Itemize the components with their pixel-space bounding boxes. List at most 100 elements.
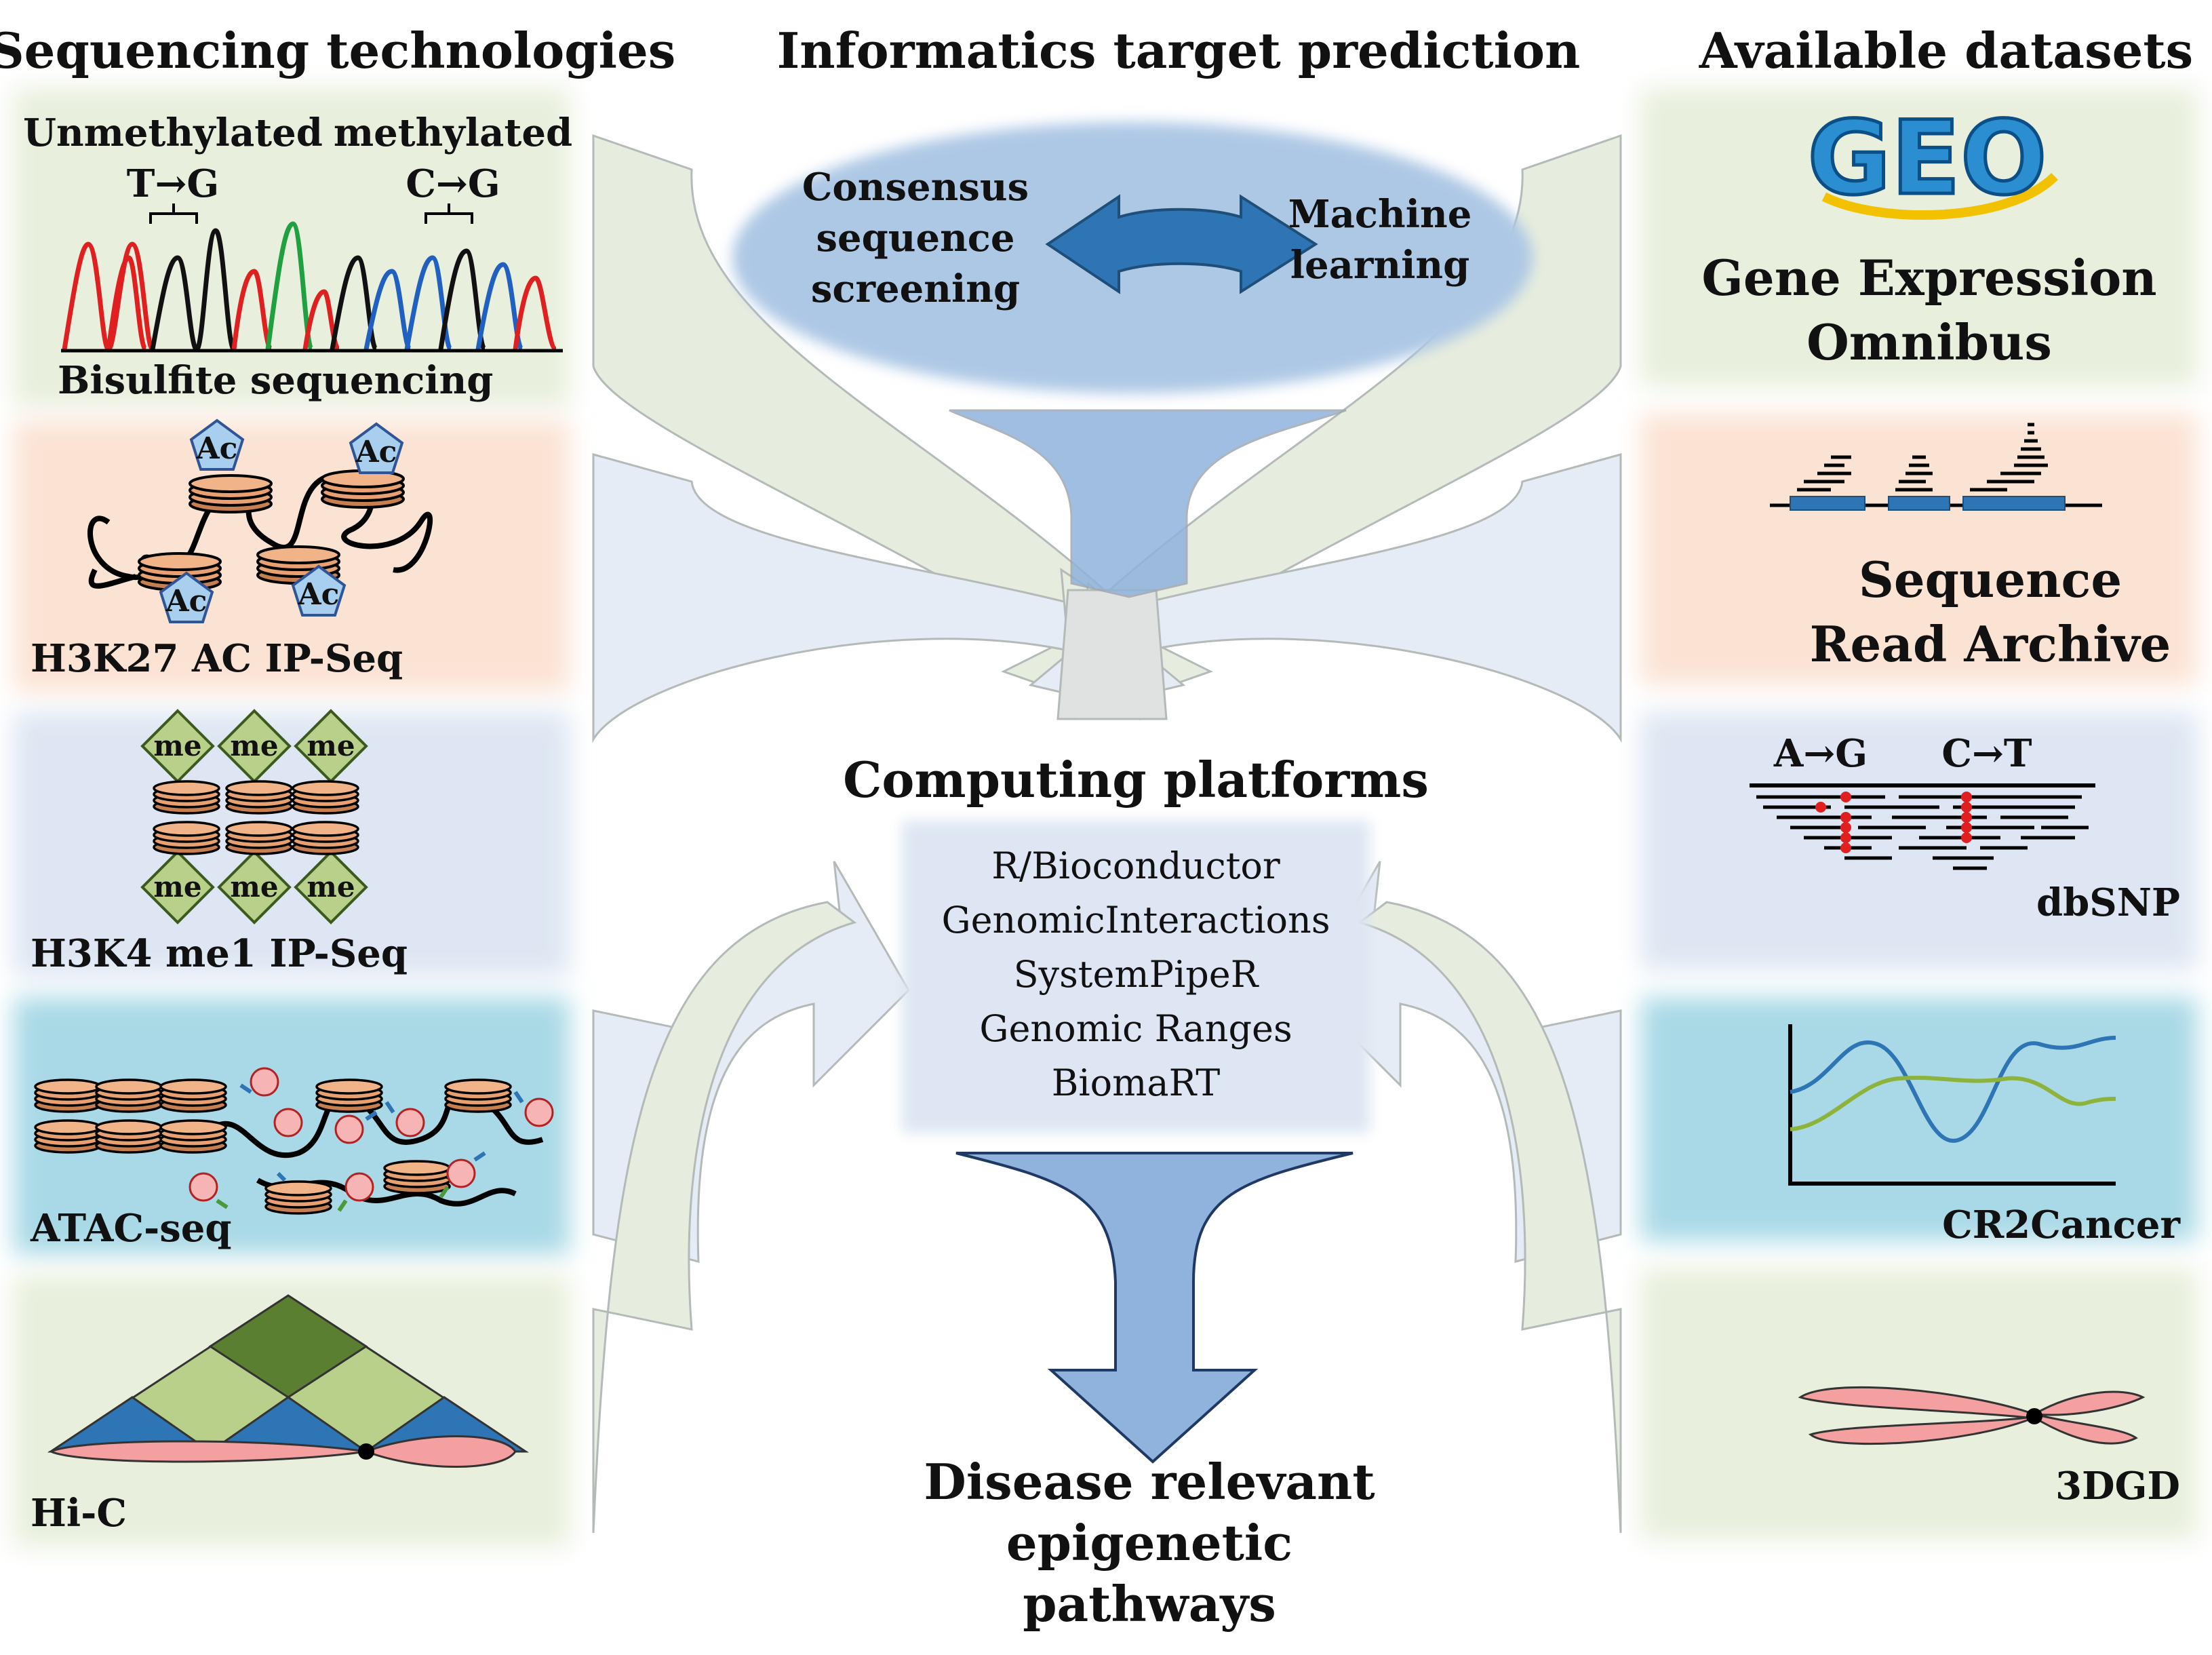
read-block — [1888, 496, 1950, 511]
methylated-change: C→G — [406, 161, 500, 206]
nucleosome-icon — [315, 1078, 383, 1113]
outcome-line: pathways — [1023, 1575, 1276, 1633]
acetyl-mark-label: Ac — [165, 584, 208, 619]
nucleosome-icon — [189, 474, 273, 513]
h3k4-label: H3K4 me1 IP-Seq — [31, 931, 408, 976]
method-line: Consensus — [802, 165, 1029, 210]
unmethylated-change: T→G — [127, 161, 219, 206]
geo-logo-icon: GEO — [1807, 100, 2047, 218]
nucleosome-icon — [95, 1078, 163, 1113]
read-stack-icon — [1797, 423, 2048, 492]
method-line: sequence — [816, 216, 1014, 260]
double-arrow-icon — [1045, 194, 1318, 294]
methyl-mark-label: me — [230, 729, 278, 762]
nucleosome-icon — [321, 469, 405, 509]
snp-change-2: C→T — [1941, 731, 2032, 776]
h3k4-panel: me me me me me me H3K4 me1 IP-Seq — [31, 709, 408, 976]
prediction-left-method: Consensus sequence screening — [802, 165, 1029, 311]
prediction-right-method: Machine learning — [1288, 192, 1472, 288]
chromosome-icon — [48, 1435, 517, 1468]
h3k27-label: H3K27 AC IP-Seq — [31, 636, 403, 681]
snp-change-1: A→G — [1773, 731, 1868, 776]
acetyl-mark-label: Ac — [355, 435, 397, 469]
outcome-line: epigenetic — [1006, 1514, 1292, 1572]
acetyl-mark-label: Ac — [196, 431, 238, 466]
blue-trend-line — [1790, 1036, 2116, 1143]
acetyl-mark-label: Ac — [298, 577, 340, 612]
sra-panel: Sequence Read Archive — [1770, 423, 2171, 673]
unmethylated-label: Unmethylated — [23, 111, 323, 155]
nucleosome-icon — [34, 1078, 102, 1113]
header-informatics-target-prediction: Informatics target prediction — [777, 22, 1581, 79]
geo-logo-swoosh — [1821, 172, 2058, 220]
nucleosome-icon — [292, 780, 359, 815]
outcome-funnel-arrow — [955, 1152, 1354, 1464]
nucleosome-icon — [153, 780, 220, 815]
method-line: screening — [811, 267, 1020, 311]
sra-label-line1: Sequence — [1859, 551, 2122, 608]
nucleosome-icon — [159, 1078, 227, 1113]
outcome-line: Disease relevant — [924, 1453, 1375, 1511]
3dgd-panel: 3DGD — [1798, 1386, 2180, 1508]
geo-panel: GEO Gene Expression Omnibus — [1701, 98, 2156, 372]
outcome-text: Disease relevant epigenetic pathways — [924, 1453, 1375, 1633]
nucleosome-icon — [292, 821, 359, 855]
cr2cancer-panel: CR2Cancer — [1788, 1024, 2181, 1247]
centromere-icon — [2026, 1408, 2042, 1424]
nucleosome-icon — [95, 1119, 163, 1154]
tool-item: SystemPipeR — [1014, 953, 1259, 996]
flow-arrows-bottom — [592, 861, 1622, 1534]
cr2cancer-label: CR2Cancer — [1942, 1203, 2181, 1247]
read-block — [1962, 496, 2066, 511]
methyl-mark-label: me — [230, 870, 278, 903]
geo-label-line2: Omnibus — [1806, 313, 2052, 371]
methylated-label: methylated — [334, 111, 572, 155]
chromosome-icon — [1798, 1386, 2146, 1445]
nucleosome-icon — [264, 1180, 332, 1215]
bracket-icon — [424, 203, 473, 224]
read-block — [1790, 496, 1865, 511]
method-line: learning — [1290, 243, 1470, 288]
methyl-mark-label: me — [307, 729, 355, 762]
nucleosome-icon — [159, 1119, 227, 1154]
header-sequencing-technologies: Sequencing technologies — [0, 22, 675, 79]
centromere-icon — [358, 1443, 374, 1460]
dbsnp-panel: A→G C→T dbSNP — [1750, 731, 2180, 925]
bracket-icon — [149, 203, 198, 224]
computing-platforms-title: Computing platforms — [843, 751, 1429, 809]
nucleosome-icon — [225, 780, 293, 815]
methyl-mark-label: me — [307, 870, 355, 903]
cut-site-icon — [239, 1083, 524, 1182]
nucleosome-icon — [383, 1160, 451, 1194]
atac-label: ATAC-seq — [30, 1206, 232, 1251]
tool-item: Genomic Ranges — [979, 1007, 1292, 1050]
atac-panel: ATAC-seq — [30, 1067, 554, 1251]
chart-axes-icon — [1788, 1024, 2116, 1186]
method-line: Machine — [1288, 192, 1472, 237]
methyl-mark-label: me — [153, 870, 201, 903]
tool-item: BiomaRT — [1052, 1062, 1221, 1104]
snp-marker-icon — [1815, 792, 1972, 853]
nucleosome-icon — [444, 1078, 512, 1113]
hic-label: Hi-C — [31, 1491, 127, 1536]
prediction-funnel-arrow — [949, 409, 1347, 598]
nucleosome-icon — [153, 821, 220, 855]
bisulfite-label: Bisulfite sequencing — [58, 358, 493, 403]
computing-tools-list: R/Bioconductor GenomicInteractions Syste… — [941, 844, 1330, 1104]
nucleosome-icon — [34, 1119, 102, 1154]
h3k27-panel: Ac Ac Ac Ac H3K27 AC IP-Seq — [31, 419, 433, 681]
dbsnp-label: dbSNP — [2036, 880, 2180, 925]
bisulfite-panel: Unmethylated T→G methylated C→G Bisulfit… — [23, 111, 572, 403]
green-trend-line — [1790, 1075, 2116, 1131]
geo-label-line1: Gene Expression — [1701, 249, 2156, 307]
tool-item: R/Bioconductor — [991, 844, 1280, 887]
3dgd-label: 3DGD — [2055, 1464, 2180, 1508]
cut-site-icon — [216, 1186, 450, 1212]
transposase-icon — [189, 1067, 554, 1202]
header-available-datasets: Available datasets — [1699, 22, 2193, 79]
sra-label-line2: Read Archive — [1810, 615, 2171, 673]
nucleosome-icon — [225, 821, 293, 855]
hic-panel: Hi-C — [31, 1294, 530, 1536]
aligned-reads-icon — [1756, 795, 2089, 870]
